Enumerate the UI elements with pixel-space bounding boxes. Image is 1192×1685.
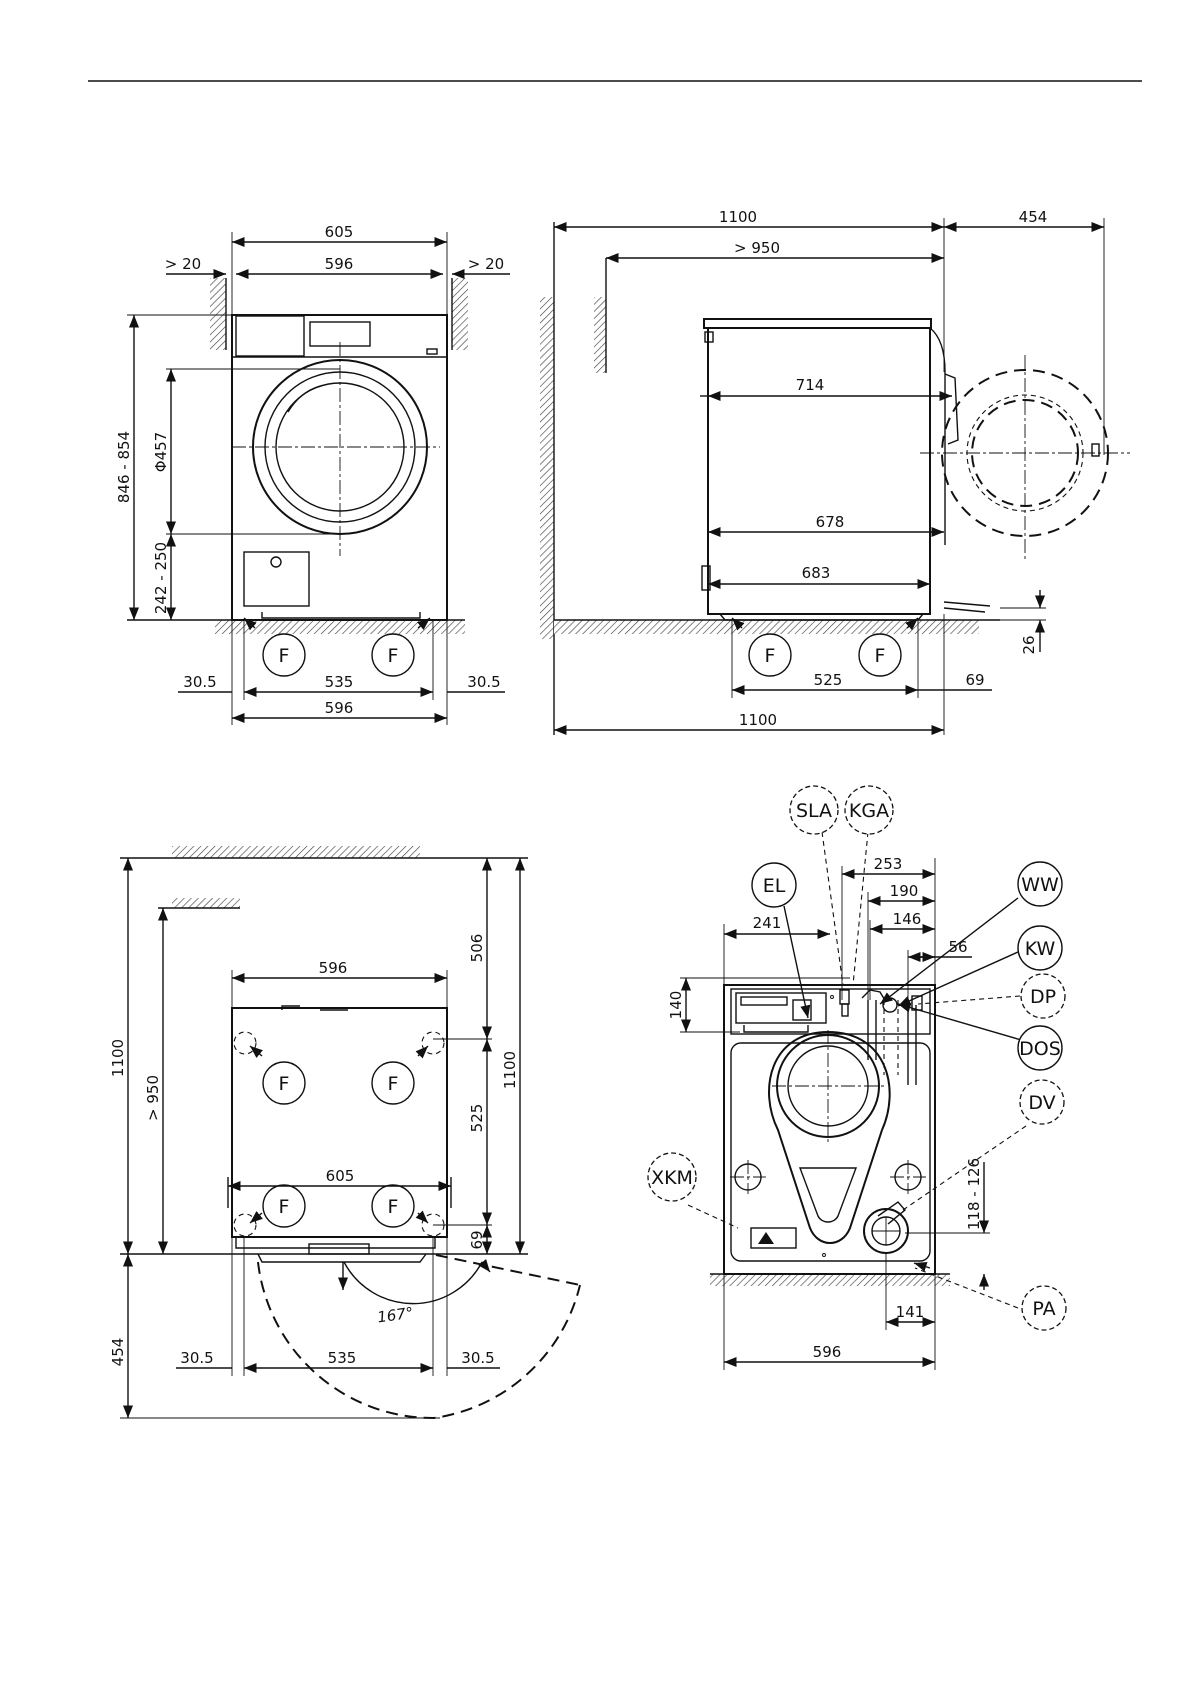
top-foot-right: 30.5 (461, 1349, 494, 1367)
top-foot-left: 30.5 (180, 1349, 213, 1367)
front-foot-right: 30.5 (467, 673, 500, 691)
side-view: 1100 454 > 950 714 678 683 525 69 1100 2… (540, 208, 1130, 735)
top-dim-605: 605 (326, 1167, 355, 1185)
rear-conn-kga: KGA (849, 800, 889, 822)
rear-view: 241 253 190 146 56 140 118 - 126 141 596… (648, 786, 1066, 1370)
rear-dim-190: 190 (890, 882, 919, 900)
top-dim-596: 596 (319, 959, 348, 977)
side-dim-678: 678 (816, 513, 845, 531)
top-dim-525: 525 (468, 1104, 486, 1133)
side-dim-950: > 950 (734, 239, 780, 257)
front-dim-door-diameter: Φ457 (152, 432, 170, 472)
front-foot-label-2: F (388, 645, 399, 667)
front-gap-left: > 20 (165, 255, 201, 273)
rear-conn-pa: PA (1032, 1298, 1055, 1320)
rear-dim-146: 146 (893, 910, 922, 928)
side-dim-683: 683 (802, 564, 831, 582)
front-foot-left: 30.5 (183, 673, 216, 691)
top-dim-506: 506 (468, 934, 486, 963)
top-foot-label-2: F (388, 1073, 399, 1095)
rear-dim-253: 253 (874, 855, 903, 873)
top-dim-454: 454 (109, 1338, 127, 1367)
side-dim-1100-top: 1100 (719, 208, 757, 226)
rear-conn-sla: SLA (796, 800, 832, 822)
rear-conn-dv: DV (1028, 1092, 1055, 1114)
top-dim-69: 69 (468, 1230, 486, 1249)
front-dim-door-height: 242 - 250 (152, 542, 170, 614)
rear-conn-kw: KW (1025, 938, 1056, 960)
front-foot-label-1: F (279, 645, 290, 667)
rear-conn-ww: WW (1021, 874, 1059, 896)
rear-dim-56: 56 (948, 938, 967, 956)
top-dim-950: > 950 (144, 1075, 162, 1121)
front-gap-right: > 20 (468, 255, 504, 273)
rear-conn-el: EL (763, 875, 786, 897)
front-dim-596-bottom: 596 (325, 699, 354, 717)
side-dim-454: 454 (1019, 208, 1048, 226)
front-foot-span: 535 (325, 673, 354, 691)
top-foot-span: 535 (328, 1349, 357, 1367)
side-dim-1100-bottom: 1100 (739, 711, 777, 729)
side-foot-label-1: F (765, 645, 776, 667)
top-foot-label-1: F (279, 1073, 290, 1095)
top-dim-1100-left: 1100 (109, 1039, 127, 1077)
rear-conn-dos: DOS (1019, 1038, 1061, 1060)
front-dim-height: 846 - 854 (115, 431, 133, 503)
rear-conn-xkm: XKM (651, 1167, 693, 1189)
top-view: 167° F F F F 596 605 1100 > 950 454 506 (109, 846, 580, 1418)
rear-conn-dp: DP (1030, 986, 1056, 1008)
side-dim-714: 714 (796, 376, 825, 394)
top-angle-167: 167° (376, 1304, 414, 1327)
rear-dim-241: 241 (753, 914, 782, 932)
front-dim-596-top: 596 (325, 255, 354, 273)
front-view: 605 596 > 20 > 20 846 - 854 Φ457 242 - 2… (115, 223, 510, 725)
rear-dim-141: 141 (896, 1303, 925, 1321)
side-dim-26: 26 (1020, 635, 1038, 654)
rear-dim-140: 140 (667, 991, 685, 1020)
side-dim-69: 69 (965, 671, 984, 689)
top-foot-label-4: F (388, 1196, 399, 1218)
front-dim-605: 605 (325, 223, 354, 241)
top-foot-label-3: F (279, 1196, 290, 1218)
top-dim-1100-right: 1100 (501, 1051, 519, 1089)
side-foot-label-2: F (875, 645, 886, 667)
rear-dim-118-126: 118 - 126 (965, 1158, 983, 1230)
rear-dim-596: 596 (813, 1343, 842, 1361)
side-dim-525: 525 (814, 671, 843, 689)
